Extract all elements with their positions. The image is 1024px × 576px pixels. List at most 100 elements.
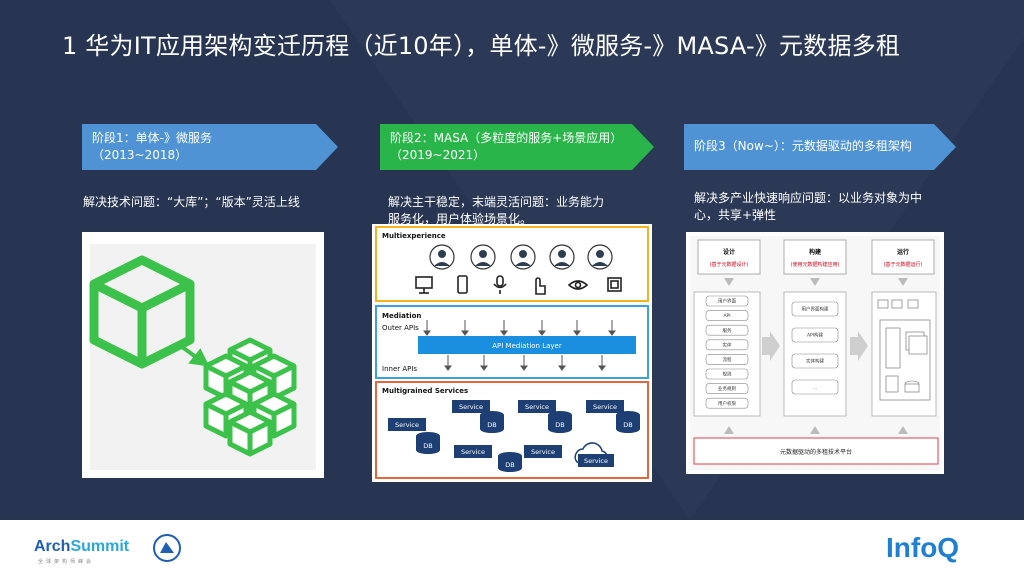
svg-text:Service: Service	[395, 421, 419, 429]
metadata-item-box	[791, 353, 839, 369]
masa-architecture-diagram: Multiexperience Mediation Outer APIs	[372, 224, 652, 482]
service-box	[586, 400, 624, 413]
outer-apis-label: Outer APIs	[382, 324, 419, 332]
touch-icon	[535, 277, 546, 295]
metadata-item-box	[791, 327, 839, 343]
stage-1-description: 解决技术问题：“大库”；“版本”灵活上线	[83, 195, 300, 209]
service-box	[518, 400, 556, 413]
metadata-item-label: 用户权限	[718, 400, 736, 407]
platform-label: 元数据驱动的多租技术平台	[780, 448, 852, 456]
design-title: 设计	[723, 248, 735, 256]
stage-1-banner: 阶段1：单体-》微服务 （2013~2018）	[82, 124, 338, 170]
metadata-item-label: 实体	[723, 341, 732, 348]
archsummit-subtitle: 全球架构师峰会	[38, 559, 95, 565]
stage-2-years: （2019~2021）	[390, 148, 486, 162]
runtime-graphic	[877, 299, 931, 401]
cloud-service-icon: Service	[574, 442, 614, 467]
service-box	[452, 400, 490, 413]
stage-3-banner: 阶段3（Now~）：元数据驱动的多租架构	[684, 124, 956, 170]
metadata-item-box	[705, 324, 749, 336]
metadata-item-label: 用户界面	[718, 298, 736, 305]
svg-text:Service: Service	[531, 448, 555, 456]
stage-2-title: 阶段2：MASA（多粒度的服务+场景应用）	[390, 131, 623, 145]
outer-arrows	[423, 320, 616, 336]
monitor-icon	[415, 276, 433, 294]
services	[388, 400, 624, 458]
metadata-item-label: 实体构建	[806, 358, 824, 365]
svg-text:Service: Service	[459, 403, 483, 411]
stage-2-description: 解决主干稳定，末端灵活问题：业务能力服务化，用户体验场景化。	[388, 195, 605, 226]
footer: ArchSummit 全球架构师峰会 InfoQ	[0, 520, 1024, 576]
inner-apis-label: Inner APIs	[382, 365, 417, 373]
metadata-item-label: 服务	[723, 327, 732, 334]
metadata-item-label: ...	[813, 386, 817, 391]
microservices-cubes-icon	[203, 337, 297, 457]
metadata-item-box	[791, 301, 839, 317]
platform-bar	[693, 437, 939, 465]
eye-icon	[567, 280, 589, 290]
metadata-item-label: API构建	[807, 332, 824, 339]
multiexperience-label: Multiexperience	[382, 232, 446, 240]
arrow-icon	[176, 342, 210, 367]
service-box	[454, 445, 492, 458]
svg-text:Service: Service	[525, 403, 549, 411]
api-mediation-layer-label: API Mediation Layer	[492, 342, 562, 350]
build-subtitle: (使用元数据构建应用)	[791, 261, 840, 268]
svg-text:DB: DB	[423, 442, 432, 450]
phone-icon	[457, 275, 468, 294]
device-icons	[415, 275, 622, 295]
stage-1-title: 阶段1：单体-》微服务	[92, 131, 212, 145]
monolith-to-microservices-image	[82, 232, 324, 478]
page-title: 1 华为IT应用架构变迁历程（近10年），单体-》微服务-》MASA-》元数据多…	[62, 32, 901, 60]
cube-illustration	[89, 244, 316, 470]
metadata-item-label: 流程	[723, 356, 732, 363]
metadata-item-box	[791, 379, 839, 395]
monolith-cube-icon	[89, 255, 195, 369]
stage-1-years: （2013~2018）	[92, 148, 188, 162]
right-arrow-icon	[850, 331, 868, 361]
down-arrows	[724, 278, 908, 286]
stage-3-description: 解决多产业快速响应问题：以业务对象为中心，共享+弹性	[694, 191, 923, 222]
run-title: 运行	[897, 248, 909, 256]
metadata-item-box	[705, 339, 749, 351]
build-title: 构建	[809, 248, 822, 256]
right-arrow-icon	[762, 331, 780, 361]
svg-text:Service: Service	[584, 457, 608, 465]
microphone-icon	[493, 275, 507, 294]
metadata-item-box	[705, 295, 749, 307]
stage-2-banner: 阶段2：MASA（多粒度的服务+场景应用） （2019~2021）	[380, 124, 654, 170]
svg-text:Service: Service	[461, 448, 485, 456]
column-headers	[697, 239, 935, 275]
inner-arrows	[444, 355, 606, 371]
metadata-multitenant-diagram: 设计 (基于元数据设计) 构建 (使用元数据构建应用) 运行 (基于元数据运行)…	[686, 232, 944, 474]
metadata-item-label: 用户界面构建	[802, 306, 829, 313]
svg-text:Service: Service	[593, 403, 617, 411]
design-subtitle: (基于元数据设计)	[710, 261, 749, 268]
archsummit-logo: ArchSummit	[34, 538, 130, 555]
infoq-logo: InfoQ	[886, 532, 960, 563]
metadata-item-box	[705, 397, 749, 409]
metadata-item-label: API	[723, 313, 730, 319]
metadata-item-label: 业务规则	[718, 385, 736, 392]
svg-text:DB: DB	[505, 461, 514, 469]
metadata-item-label: 规则	[723, 371, 732, 378]
metadata-item-box	[705, 368, 749, 380]
svg-text:DB: DB	[555, 421, 564, 429]
metadata-item-box	[705, 354, 749, 365]
service-box	[524, 445, 562, 458]
metadata-item-box	[705, 383, 749, 394]
multigrained-services-label: Multigrained Services	[382, 387, 468, 395]
chip-icon	[607, 277, 622, 292]
svg-text:DB: DB	[487, 421, 496, 429]
database-icons	[416, 411, 640, 472]
service-box	[388, 418, 426, 431]
api-mediation-layer	[418, 336, 636, 354]
run-subtitle: (基于元数据运行)	[884, 261, 923, 268]
up-arrows	[724, 426, 908, 434]
stage-3-title: 阶段3（Now~）：元数据驱动的多租架构	[694, 139, 912, 153]
svg-text:DB: DB	[623, 421, 632, 429]
metadata-item-box	[705, 310, 749, 321]
partner-logo-icon	[153, 534, 181, 562]
mediation-label: Mediation	[382, 312, 421, 320]
multiexperience-box	[375, 226, 649, 302]
